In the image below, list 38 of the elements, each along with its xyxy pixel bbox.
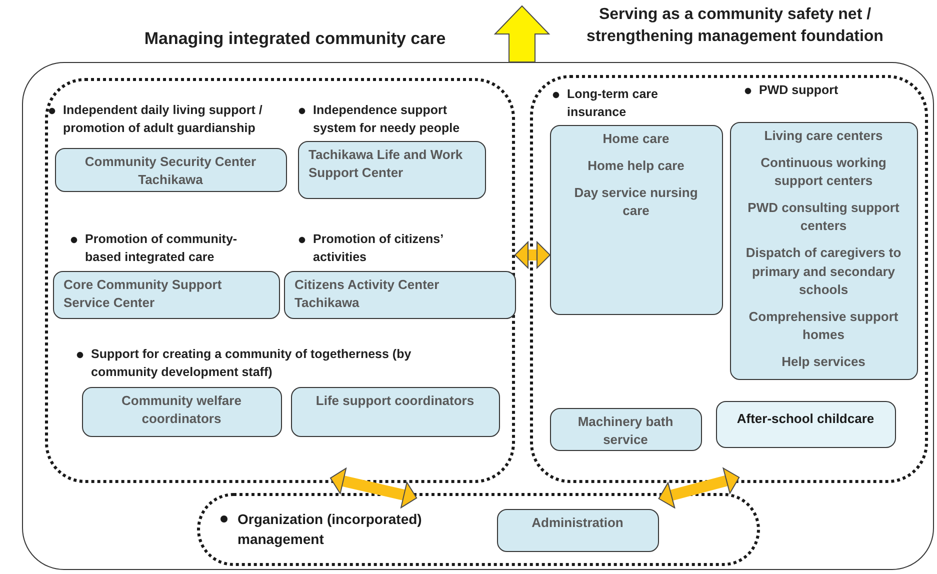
service-name: Machinery bath service xyxy=(576,412,674,449)
service-name: Life support coordinators xyxy=(316,392,474,410)
service-box xyxy=(52,270,280,318)
service-box xyxy=(716,400,896,448)
service-box xyxy=(730,122,918,380)
section-title: Serving as a community safety net / strengthening management foundation xyxy=(586,5,884,48)
service-name: Comprehensive support homes xyxy=(748,308,900,344)
service-name: Tachikawa Life and Work Support Center xyxy=(308,146,464,182)
dotted-region xyxy=(530,74,928,482)
service-name: Dispatch of caregivers to primary and secondary schools xyxy=(744,244,902,299)
service-box xyxy=(550,408,702,450)
double-arrow xyxy=(658,468,740,508)
service-box xyxy=(298,140,486,198)
service-box xyxy=(284,270,516,318)
service-name: Community Security Center Tachikawa xyxy=(84,152,258,189)
service-box xyxy=(290,386,500,436)
service-name: Continuous working support centers xyxy=(760,154,888,190)
service-name: Home help care xyxy=(588,156,684,175)
dotted-region xyxy=(44,78,514,482)
outer-frame xyxy=(22,62,934,570)
dotted-region xyxy=(196,492,760,566)
service-name: Home care xyxy=(602,130,670,148)
service-name: After-school childcare xyxy=(736,410,874,428)
service-name: Help services xyxy=(782,353,866,372)
section-title: Managing integrated community care xyxy=(143,28,447,50)
service-name: Administration xyxy=(532,514,624,532)
service-name: Living care centers xyxy=(764,126,883,145)
double-arrow xyxy=(330,468,418,508)
service-name: Day service nursing care xyxy=(573,184,699,220)
service-box xyxy=(496,508,658,552)
service-name: Core Community Support Service Center xyxy=(64,276,223,312)
service-name: PWD consulting support centers xyxy=(746,199,900,236)
service-box xyxy=(54,148,286,192)
service-box xyxy=(550,124,722,314)
service-name: Community welfare coordinators xyxy=(120,392,242,428)
service-box xyxy=(82,386,282,436)
service-name: Citizens Activity Center Tachikawa xyxy=(294,276,440,312)
double-arrow xyxy=(514,241,550,268)
